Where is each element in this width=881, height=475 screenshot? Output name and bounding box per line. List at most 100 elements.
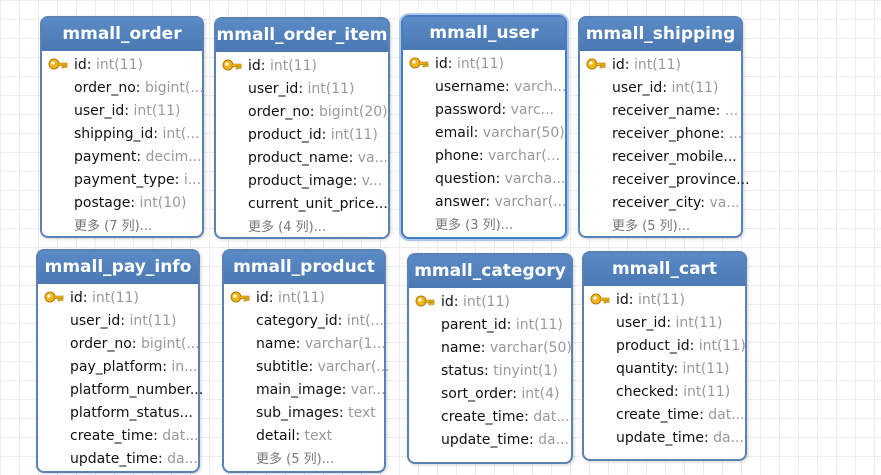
- field-list: id: int(11)parent_id: int(11)name: varch…: [409, 288, 572, 452]
- field-name: user_id: [70, 313, 121, 329]
- field-type: int(11): [682, 361, 730, 377]
- field-row-update-time[interactable]: update_time: da...: [38, 448, 198, 471]
- field-name: sub_images: [256, 405, 339, 421]
- more-columns-link[interactable]: 更多 (5 列)...: [612, 219, 691, 234]
- field-row-sub-images[interactable]: sub_images: text: [224, 402, 384, 425]
- field-name: product_id: [248, 127, 322, 143]
- field-row-id[interactable]: id: int(11): [38, 287, 198, 310]
- table-title: mmall_pay_info: [38, 251, 198, 284]
- field-row-question[interactable]: question: varcha...: [403, 168, 565, 191]
- field-type: varchar(1...: [304, 336, 386, 352]
- field-row-order-no[interactable]: order_no: bigint(...: [42, 77, 204, 100]
- field-separator: :: [268, 290, 278, 306]
- field-separator: :: [295, 336, 305, 352]
- field-row-postage[interactable]: postage: int(10): [42, 192, 202, 215]
- field-name: order_no: [248, 104, 310, 120]
- field-name: checked: [616, 384, 674, 400]
- primary-key-icon: [409, 55, 429, 73]
- field-row-current-unit-price[interactable]: current_unit_price...: [216, 193, 388, 216]
- field-row-product-id[interactable]: product_id: int(11): [216, 124, 388, 147]
- table-mmall-pay-info[interactable]: mmall_pay_info id: int(11)user_id: int(11…: [36, 249, 203, 473]
- field-name: receiver_phone: [612, 126, 720, 142]
- field-row-payment-type[interactable]: payment_type: i...: [42, 169, 202, 192]
- field-type: tinyint(1): [493, 363, 558, 379]
- field-separator: :: [501, 102, 511, 118]
- field-row-product-name[interactable]: product_name: va...: [216, 147, 388, 170]
- field-row-id[interactable]: id: int(11): [224, 287, 384, 310]
- field-row-checked[interactable]: checked: int(11): [584, 381, 745, 404]
- field-row-platform-status[interactable]: platform_status...: [38, 402, 198, 425]
- field-name: detail: [256, 428, 296, 444]
- field-row-status[interactable]: status: tinyint(1): [409, 360, 571, 383]
- field-row-subtitle[interactable]: subtitle: varchar(...: [224, 356, 390, 379]
- field-row-answer[interactable]: answer: varchar(...: [403, 191, 567, 214]
- field-row-user-id[interactable]: user_id: int(11): [580, 77, 741, 100]
- field-row-phone[interactable]: phone: varchar(...: [403, 145, 565, 168]
- field-row-update-time[interactable]: update_time: da...: [584, 427, 745, 450]
- field-row-parent-id[interactable]: parent_id: int(11): [409, 314, 571, 337]
- field-row-product-image[interactable]: product_image: v...: [216, 170, 388, 193]
- field-row-receiver-city[interactable]: receiver_city: va...: [580, 192, 741, 215]
- field-row-update-time[interactable]: update_time: da...: [409, 429, 571, 452]
- table-title: mmall_shipping: [580, 18, 741, 51]
- more-columns-link[interactable]: 更多 (3 列)...: [435, 218, 514, 233]
- field-row-create-time[interactable]: create_time: dat...: [409, 406, 571, 429]
- field-row-pay-platform[interactable]: pay_platform: in...: [38, 356, 198, 379]
- field-row-sort-order[interactable]: sort_order: int(4): [409, 383, 571, 406]
- field-row-main-image[interactable]: main_image: var...: [224, 379, 386, 402]
- field-row-id[interactable]: id: int(11): [580, 54, 741, 77]
- field-name: platform_number...: [70, 382, 204, 398]
- field-row-category-id[interactable]: category_id: int(...: [224, 310, 384, 333]
- field-row-id[interactable]: id: int(11): [42, 54, 202, 77]
- field-row-id[interactable]: id: int(11): [216, 55, 388, 78]
- field-row-product-id[interactable]: product_id: int(11): [584, 335, 746, 358]
- field-row-id[interactable]: id: int(11): [403, 53, 565, 76]
- field-name: update_time: [616, 430, 704, 446]
- field-row-shipping-id[interactable]: shipping_id: int(...: [42, 123, 202, 146]
- field-row-id[interactable]: id: int(11): [409, 291, 571, 314]
- field-type: var...: [350, 382, 386, 398]
- field-row-receiver-name[interactable]: receiver_name: ...: [580, 100, 741, 123]
- field-row-user-id[interactable]: user_id: int(11): [38, 310, 198, 333]
- field-row-receiver-province[interactable]: receiver_province...: [580, 169, 750, 192]
- field-separator: :: [174, 172, 184, 188]
- field-row-order-no[interactable]: order_no: bigint(20): [216, 101, 388, 124]
- field-row-payment[interactable]: payment: decim...: [42, 146, 202, 169]
- field-type: int(11): [683, 384, 731, 400]
- field-row-id[interactable]: id: int(11): [584, 289, 745, 312]
- field-row-create-time[interactable]: create_time: dat...: [38, 425, 199, 448]
- field-row-platform-number[interactable]: platform_number...: [38, 379, 203, 402]
- table-mmall-shipping[interactable]: mmall_shipping id: int(11)user_id: int(11…: [578, 16, 750, 238]
- field-type: in...: [171, 359, 198, 375]
- field-row-name[interactable]: name: varchar(50): [409, 337, 572, 360]
- field-row-name[interactable]: name: varchar(1...: [224, 333, 386, 356]
- field-row-detail[interactable]: detail: text: [224, 425, 384, 448]
- field-row-create-time[interactable]: create_time: dat...: [584, 404, 745, 427]
- field-row-user-id[interactable]: user_id: int(11): [584, 312, 745, 335]
- field-name: main_image: [256, 382, 342, 398]
- field-row-quantity[interactable]: quantity: int(11): [584, 358, 745, 381]
- field-separator: :: [662, 80, 672, 96]
- more-columns-link[interactable]: 更多 (7 列)...: [74, 219, 153, 234]
- field-row-receiver-mobile[interactable]: receiver_mobile...: [580, 146, 741, 169]
- field-row-password[interactable]: password: varc...: [403, 99, 565, 122]
- field-name: product_name: [248, 150, 349, 166]
- more-columns-link[interactable]: 更多 (5 列)...: [256, 452, 335, 467]
- field-row-email[interactable]: email: varchar(50): [403, 122, 565, 145]
- field-row-user-id[interactable]: user_id: int(11): [42, 100, 202, 123]
- field-separator: :: [666, 315, 676, 331]
- field-separator: :: [674, 384, 684, 400]
- field-row-username[interactable]: username: varch...: [403, 76, 566, 99]
- field-row-user-id[interactable]: user_id: int(11): [216, 78, 388, 101]
- more-columns-link[interactable]: 更多 (4 列)...: [248, 220, 327, 235]
- field-row-order-no[interactable]: order_no: bigint(...: [38, 333, 200, 356]
- field-separator: :: [337, 313, 347, 329]
- field-row-receiver-phone[interactable]: receiver_phone: ...: [580, 123, 742, 146]
- primary-key-icon: [415, 293, 435, 311]
